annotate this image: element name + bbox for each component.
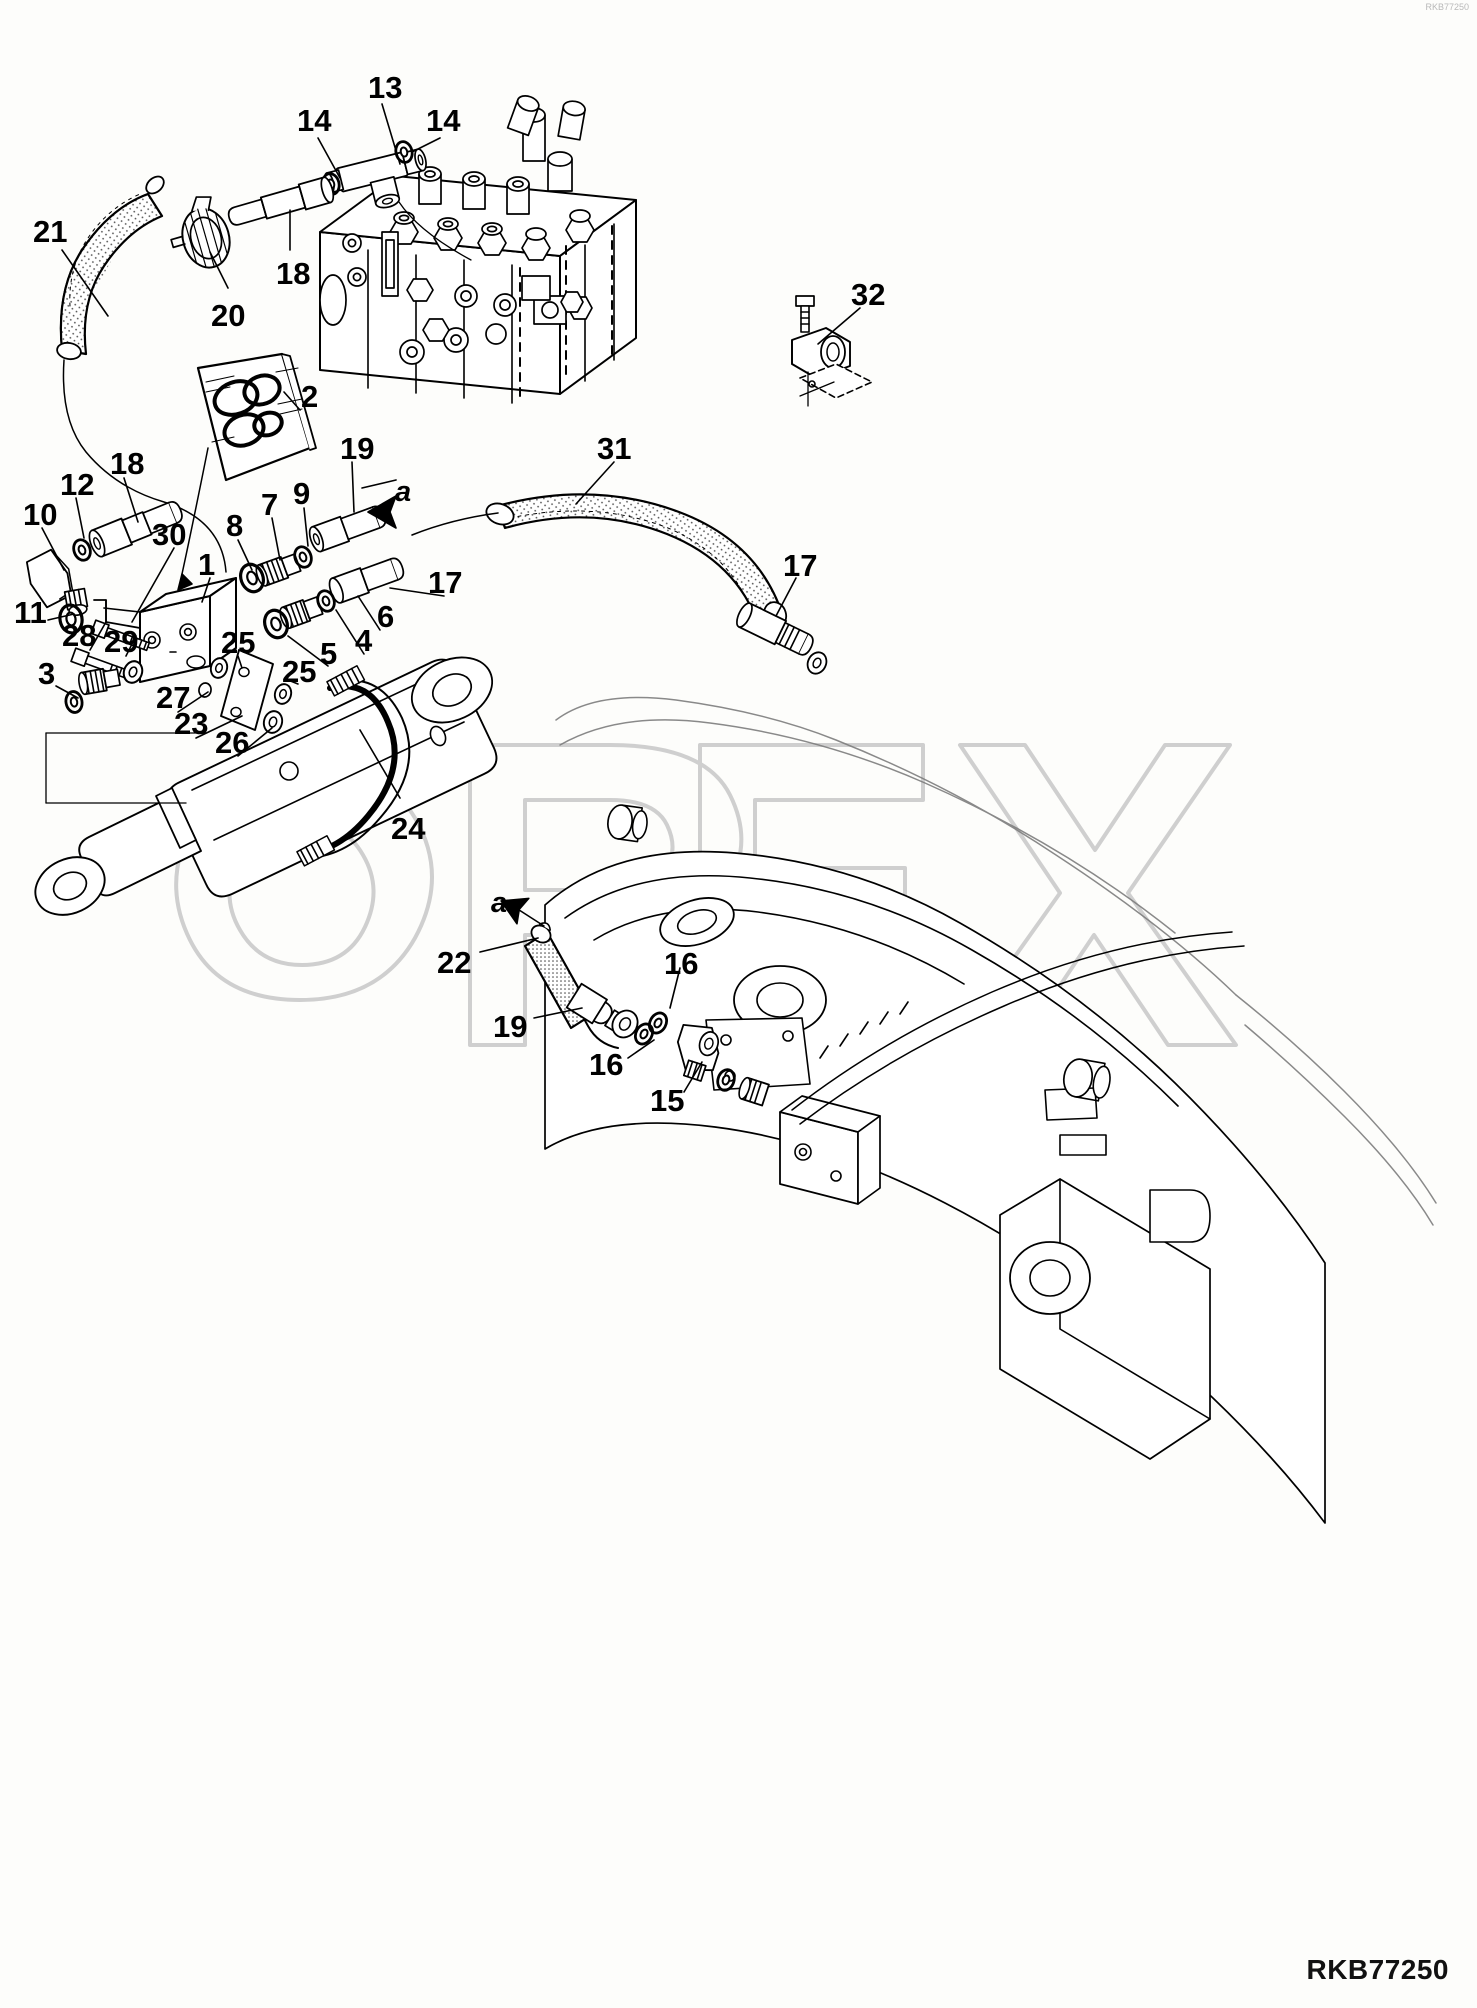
mounting-plate-23 (220, 649, 274, 731)
leader-lines (41, 103, 861, 1093)
machine-outline (555, 696, 1437, 1226)
callout-17-b: 17 (783, 548, 818, 583)
callout-19-a: 19 (340, 431, 375, 466)
coupling-17-right (736, 602, 814, 656)
callout-11: 11 (14, 595, 47, 630)
callout-28: 28 (62, 618, 97, 653)
bolt-27 (198, 682, 212, 698)
hose-21 (56, 175, 227, 573)
washer-29 (122, 660, 144, 684)
callout-25-b: 25 (282, 654, 317, 689)
callout-8: 8 (226, 508, 244, 543)
oring-3 (62, 688, 86, 716)
callout-14-b: 14 (426, 103, 461, 138)
corner-mark: RKB77250 (1425, 2, 1469, 12)
boom-cylinder (34, 656, 498, 916)
drawing-part-code: RKB77250 (1306, 1954, 1449, 1985)
tube-18-left (88, 501, 183, 558)
callout-16-a: 16 (664, 946, 699, 981)
callout-10: 10 (23, 497, 58, 532)
arm-structure (544, 804, 1326, 1524)
callout-19-b: 19 (493, 1009, 528, 1044)
nut-19-end (611, 1009, 639, 1039)
callout-2: 2 (301, 379, 319, 414)
washer-25-upper (209, 657, 229, 679)
callout-13: 13 (368, 70, 403, 105)
elbow-15 (676, 1023, 720, 1082)
callout-31: 31 (597, 431, 632, 466)
callout-29: 29 (104, 624, 139, 659)
callout-16-b: 16 (589, 1047, 624, 1082)
callout-27: 27 (156, 680, 191, 715)
hose-clamp-20 (170, 196, 231, 269)
callout-24: 24 (391, 811, 426, 846)
fitting-15-lower (738, 1076, 770, 1107)
callout-4: 4 (355, 623, 373, 658)
callout-14-a: 14 (297, 103, 332, 138)
callout-26: 26 (215, 725, 250, 760)
hose-31 (411, 493, 788, 629)
tee-fitting-13 (323, 148, 427, 209)
callout-32: 32 (851, 277, 886, 312)
callout-18-b: 18 (110, 446, 145, 481)
callout-1: 1 (198, 547, 216, 582)
callout-25-a: 25 (221, 625, 256, 660)
callout-23: 23 (174, 706, 209, 741)
callout-12: 12 (60, 467, 95, 502)
section-arrows (367, 495, 530, 925)
section-marker-a-lower: a (491, 887, 508, 919)
tube-19-lower (565, 982, 629, 1035)
seal-kit-bag-2 (177, 352, 317, 591)
u-bolt-clamp (296, 665, 411, 867)
fitting-6 (328, 557, 405, 604)
tube-18-top (227, 176, 335, 226)
nut-26 (262, 710, 284, 734)
manifold-block-1 (93, 577, 237, 683)
clamp-block-32 (791, 295, 873, 407)
plug-3 (78, 667, 121, 696)
callout-15: 15 (650, 1083, 685, 1118)
bolt-30 (90, 619, 151, 652)
callout-30: 30 (152, 517, 187, 552)
callout-17-a: 17 (428, 565, 463, 600)
main-control-valve (319, 95, 637, 404)
section-marker-a-upper: a (395, 476, 412, 508)
washer-25-lower (273, 683, 293, 705)
callout-3: 3 (38, 656, 56, 691)
callout-18-a: 18 (276, 256, 311, 291)
callout-5: 5 (320, 636, 338, 671)
callout-21: 21 (33, 214, 68, 249)
fitting-17-end (806, 651, 828, 675)
callout-22: 22 (437, 945, 472, 980)
callout-6: 6 (377, 599, 395, 634)
callout-20: 20 (211, 298, 246, 333)
callout-7: 7 (261, 487, 279, 522)
callout-9: 9 (293, 476, 311, 511)
